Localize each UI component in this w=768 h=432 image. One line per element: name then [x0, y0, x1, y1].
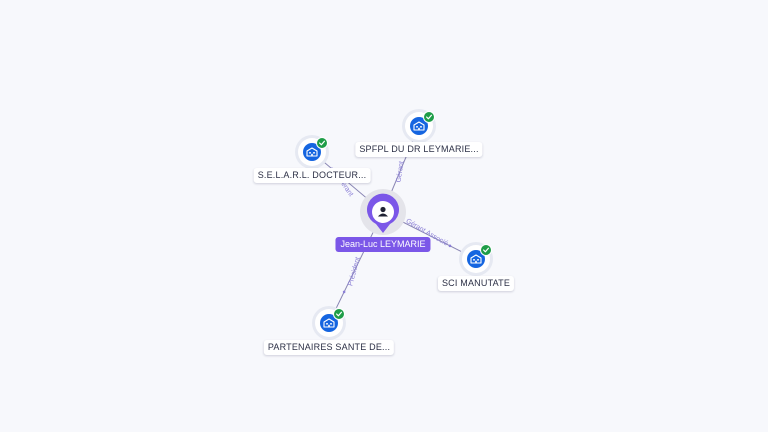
verified-check-icon [316, 137, 328, 149]
edge-arrow-marker [342, 290, 346, 294]
company-building-icon [413, 121, 425, 131]
company-label-spfpl[interactable]: SPFPL DU DR LEYMARIE... [355, 142, 483, 157]
company-node-selarl[interactable] [295, 135, 329, 169]
nodes-layer [295, 109, 493, 340]
edge-role-label: Président [347, 256, 361, 286]
company-node-sci[interactable] [459, 242, 493, 276]
company-node-spfpl[interactable] [402, 109, 436, 143]
verified-check-icon [480, 244, 492, 256]
company-label-selarl[interactable]: S.E.L.A.R.L. DOCTEUR... [253, 168, 371, 183]
edge-role-label: Gérant [396, 161, 406, 183]
person-node-center[interactable] [360, 189, 406, 235]
person-icon [378, 206, 388, 217]
company-label-partenaires[interactable]: PARTENAIRES SANTE DE... [263, 340, 395, 355]
edge-arrow-marker [448, 244, 452, 248]
person-label[interactable]: Jean-Luc LEYMARIE [335, 237, 431, 252]
company-building-icon [306, 147, 318, 157]
verified-check-icon [423, 111, 435, 123]
company-node-partenaires[interactable] [312, 306, 346, 340]
company-building-icon [323, 318, 335, 328]
company-building-icon [470, 254, 482, 264]
company-label-sci[interactable]: SCI MANUTATE [437, 276, 515, 291]
verified-check-icon [333, 308, 345, 320]
